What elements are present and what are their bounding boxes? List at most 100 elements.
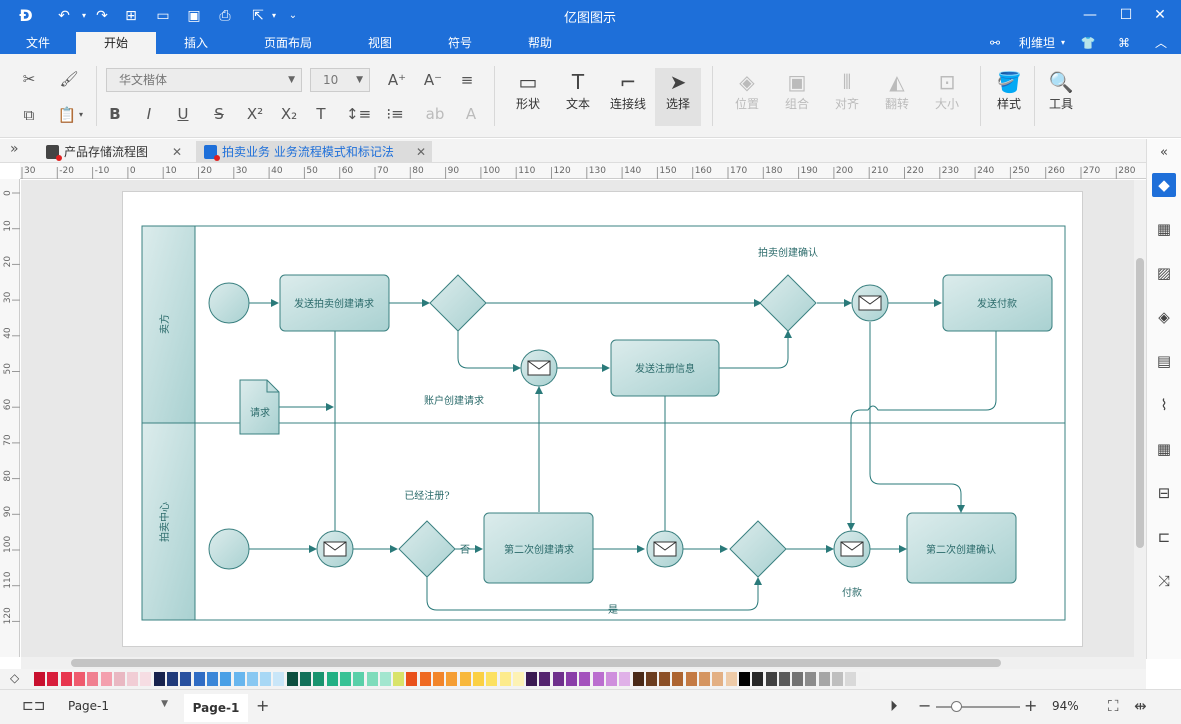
color-swatch[interactable]: [419, 672, 431, 686]
line-spacing-icon[interactable]: ↕≡: [346, 105, 372, 123]
lane-header-seller[interactable]: [141, 225, 196, 424]
color-swatch[interactable]: [712, 672, 724, 686]
color-swatch[interactable]: [393, 672, 405, 686]
group-button[interactable]: ▣组合: [774, 68, 820, 126]
bold-icon[interactable]: B: [109, 105, 121, 123]
color-swatch[interactable]: [539, 672, 551, 686]
color-swatch[interactable]: [140, 672, 152, 686]
superscript-icon[interactable]: X²: [246, 105, 264, 123]
vertical-scroll-thumb[interactable]: [1136, 258, 1144, 548]
color-swatch[interactable]: [605, 672, 617, 686]
drawing-canvas[interactable]: 卖方 拍卖中心: [21, 180, 1134, 657]
strikethrough-icon[interactable]: S: [214, 105, 224, 123]
menu-insert[interactable]: 插入: [183, 36, 208, 50]
align-button[interactable]: ⫴对齐: [824, 68, 870, 126]
export-dropdown-icon[interactable]: ▾: [271, 11, 276, 20]
close-icon[interactable]: ✕: [1154, 7, 1166, 23]
fit-width-icon[interactable]: ⇹: [1134, 697, 1147, 715]
color-swatch[interactable]: [233, 672, 245, 686]
color-swatch[interactable]: [858, 672, 870, 686]
fill-style-icon[interactable]: ◆: [1152, 173, 1176, 197]
color-swatch[interactable]: [406, 672, 418, 686]
color-swatch[interactable]: [326, 672, 338, 686]
color-swatch[interactable]: [459, 672, 471, 686]
color-swatch[interactable]: [592, 672, 604, 686]
data-object[interactable]: [239, 379, 280, 435]
color-swatch[interactable]: [260, 672, 272, 686]
underline-icon[interactable]: U: [177, 105, 189, 123]
zoom-out-icon[interactable]: −: [918, 696, 932, 715]
message-event[interactable]: [833, 530, 871, 568]
color-swatch[interactable]: [446, 672, 458, 686]
tree-icon[interactable]: ⊟: [1157, 484, 1171, 502]
color-swatch[interactable]: [645, 672, 657, 686]
color-swatch[interactable]: [127, 672, 139, 686]
font-color-icon[interactable]: A: [465, 105, 477, 123]
text-style-icon[interactable]: T: [316, 105, 326, 123]
color-swatch[interactable]: [699, 672, 710, 686]
color-swatch[interactable]: [499, 672, 511, 686]
size-button[interactable]: ⊡大小: [924, 68, 970, 126]
tools-button[interactable]: 🔍工具: [1038, 68, 1084, 126]
shape-button[interactable]: ▭形状: [505, 68, 551, 126]
color-swatch[interactable]: [193, 672, 205, 686]
color-swatch[interactable]: [300, 672, 311, 686]
color-swatch[interactable]: [100, 672, 112, 686]
select-button[interactable]: ➤选择: [655, 68, 701, 126]
color-swatch[interactable]: [566, 672, 577, 686]
color-swatch[interactable]: [619, 672, 631, 686]
image-icon[interactable]: ▨: [1156, 264, 1172, 282]
page-select[interactable]: Page-1 ▼: [62, 698, 172, 716]
undo-icon[interactable]: ↶: [58, 8, 70, 24]
color-swatch[interactable]: [512, 672, 524, 686]
save-icon[interactable]: ▣: [187, 8, 201, 24]
color-swatch[interactable]: [752, 672, 764, 686]
start-event[interactable]: [208, 282, 250, 324]
menu-home[interactable]: 开始: [76, 32, 156, 54]
color-swatch[interactable]: [339, 672, 351, 686]
style-button[interactable]: 🪣样式: [986, 68, 1032, 126]
fit-page-icon[interactable]: ⛶: [1108, 697, 1119, 715]
start-event[interactable]: [208, 528, 250, 570]
color-swatch[interactable]: [486, 672, 498, 686]
menu-file[interactable]: 文件: [25, 36, 50, 50]
color-swatch[interactable]: [353, 672, 365, 686]
diagram-page[interactable]: 卖方 拍卖中心: [122, 191, 1083, 647]
color-swatch[interactable]: [73, 672, 85, 686]
apps-icon[interactable]: ⌘: [1118, 36, 1130, 50]
layers-icon[interactable]: ◈: [1158, 308, 1170, 326]
shapes-grid-icon[interactable]: ▦: [1156, 220, 1172, 238]
toolbox-icon[interactable]: ⊏: [1157, 528, 1171, 546]
color-swatch[interactable]: [738, 672, 750, 686]
paste-dropdown-icon[interactable]: ▾: [78, 110, 83, 119]
page-icon[interactable]: ▤: [1156, 352, 1172, 370]
font-size-select[interactable]: 10▼: [310, 68, 370, 92]
color-swatch[interactable]: [47, 672, 59, 686]
gateway[interactable]: [759, 274, 817, 332]
italic-icon[interactable]: I: [146, 105, 152, 123]
new-file-icon[interactable]: ⊞: [125, 8, 137, 24]
menu-view[interactable]: 视图: [367, 36, 392, 50]
task-second-create-confirm[interactable]: [906, 512, 1017, 584]
color-swatch[interactable]: [206, 672, 218, 686]
horizontal-scroll-thumb[interactable]: [71, 659, 1001, 667]
format-painter-icon[interactable]: 🖌: [59, 70, 79, 88]
app-logo-icon[interactable]: Ɖ: [19, 6, 33, 25]
subscript-icon[interactable]: X₂: [280, 105, 298, 123]
gateway[interactable]: [398, 520, 456, 578]
color-swatch[interactable]: [792, 672, 804, 686]
tab-product-storage[interactable]: 产品存储流程图 ✕: [38, 141, 188, 163]
user-dropdown-icon[interactable]: ▾: [1060, 38, 1065, 47]
export-icon[interactable]: ⇱: [252, 8, 264, 24]
position-button[interactable]: ◈位置: [724, 68, 770, 126]
color-swatch[interactable]: [845, 672, 857, 686]
close-tab-icon[interactable]: ✕: [171, 145, 182, 159]
print-icon[interactable]: ⎙: [219, 8, 231, 24]
task-send-payment[interactable]: [942, 274, 1053, 332]
color-swatch[interactable]: [286, 672, 298, 686]
color-swatch[interactable]: [805, 672, 817, 686]
increase-font-icon[interactable]: A⁺: [387, 71, 407, 89]
flip-button[interactable]: ◭翻转: [874, 68, 920, 126]
table-icon[interactable]: ▦: [1156, 440, 1172, 458]
font-family-select[interactable]: 华文楷体▼: [106, 68, 302, 92]
